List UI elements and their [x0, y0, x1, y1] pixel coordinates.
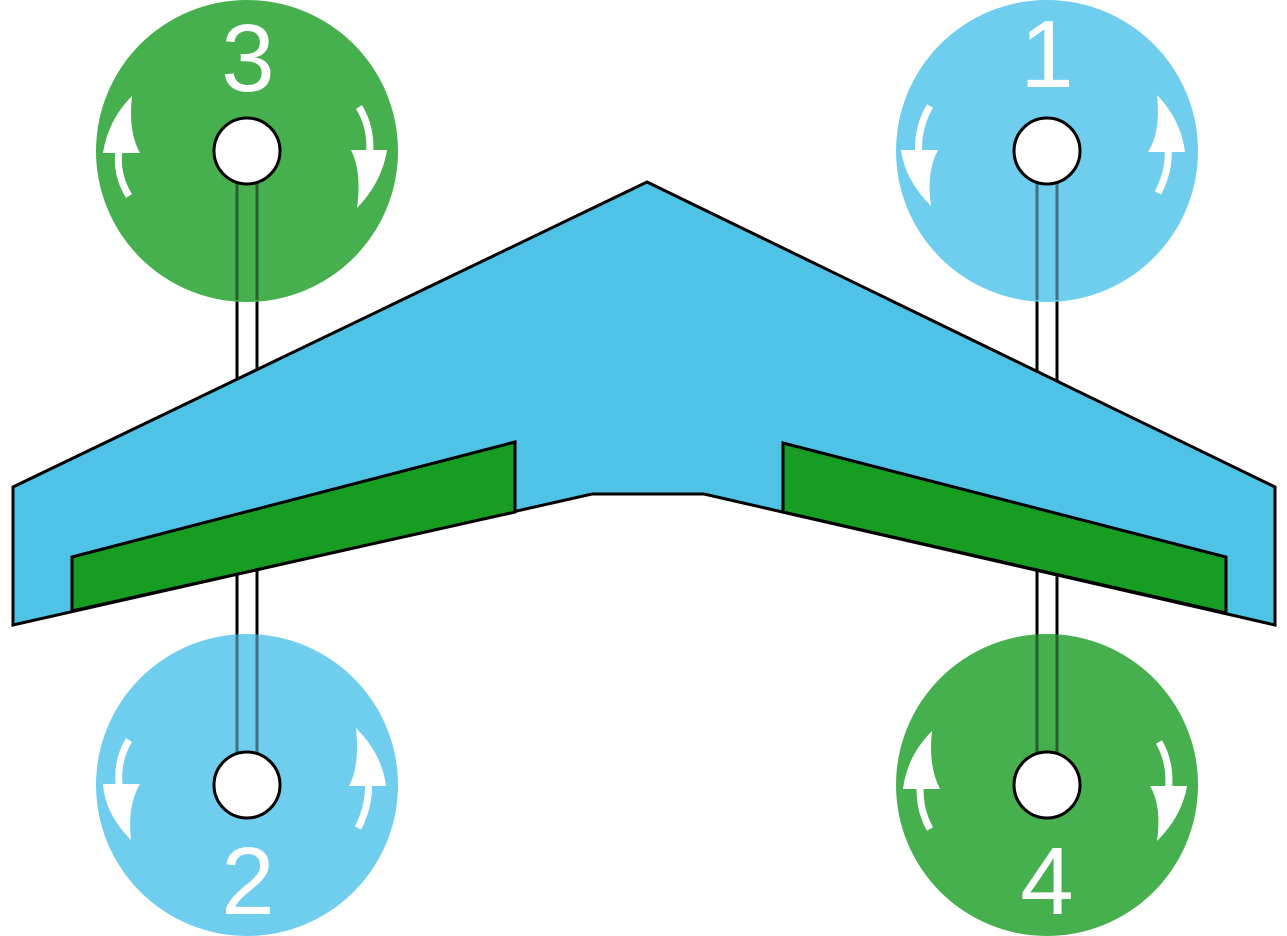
- motor-hub-icon: [212, 116, 282, 186]
- elevon-left: [70, 440, 517, 613]
- motor-hub-icon: [1012, 750, 1082, 820]
- rotation-arrows-icon: [901, 95, 1185, 206]
- motor-2: 2: [96, 634, 398, 936]
- motor-number-label: 3: [221, 5, 274, 112]
- motor-number-label: 2: [221, 828, 274, 935]
- rotation-arrows-icon: [903, 731, 1187, 841]
- rotation-arrows-icon: [103, 728, 386, 840]
- motor-4: 4: [896, 634, 1198, 936]
- motor-3: 3: [96, 0, 398, 302]
- motor-number-label: 4: [1020, 828, 1073, 935]
- elevon-right: [781, 441, 1228, 615]
- arm-overlay: [1035, 634, 1059, 752]
- arm-overlay: [235, 634, 259, 752]
- motor-hub-icon: [1012, 116, 1082, 186]
- motor-1: 1: [896, 0, 1198, 302]
- motor-number-label: 1: [1020, 1, 1073, 108]
- rotation-arrows-icon: [103, 96, 387, 208]
- motor-hub-icon: [212, 750, 282, 820]
